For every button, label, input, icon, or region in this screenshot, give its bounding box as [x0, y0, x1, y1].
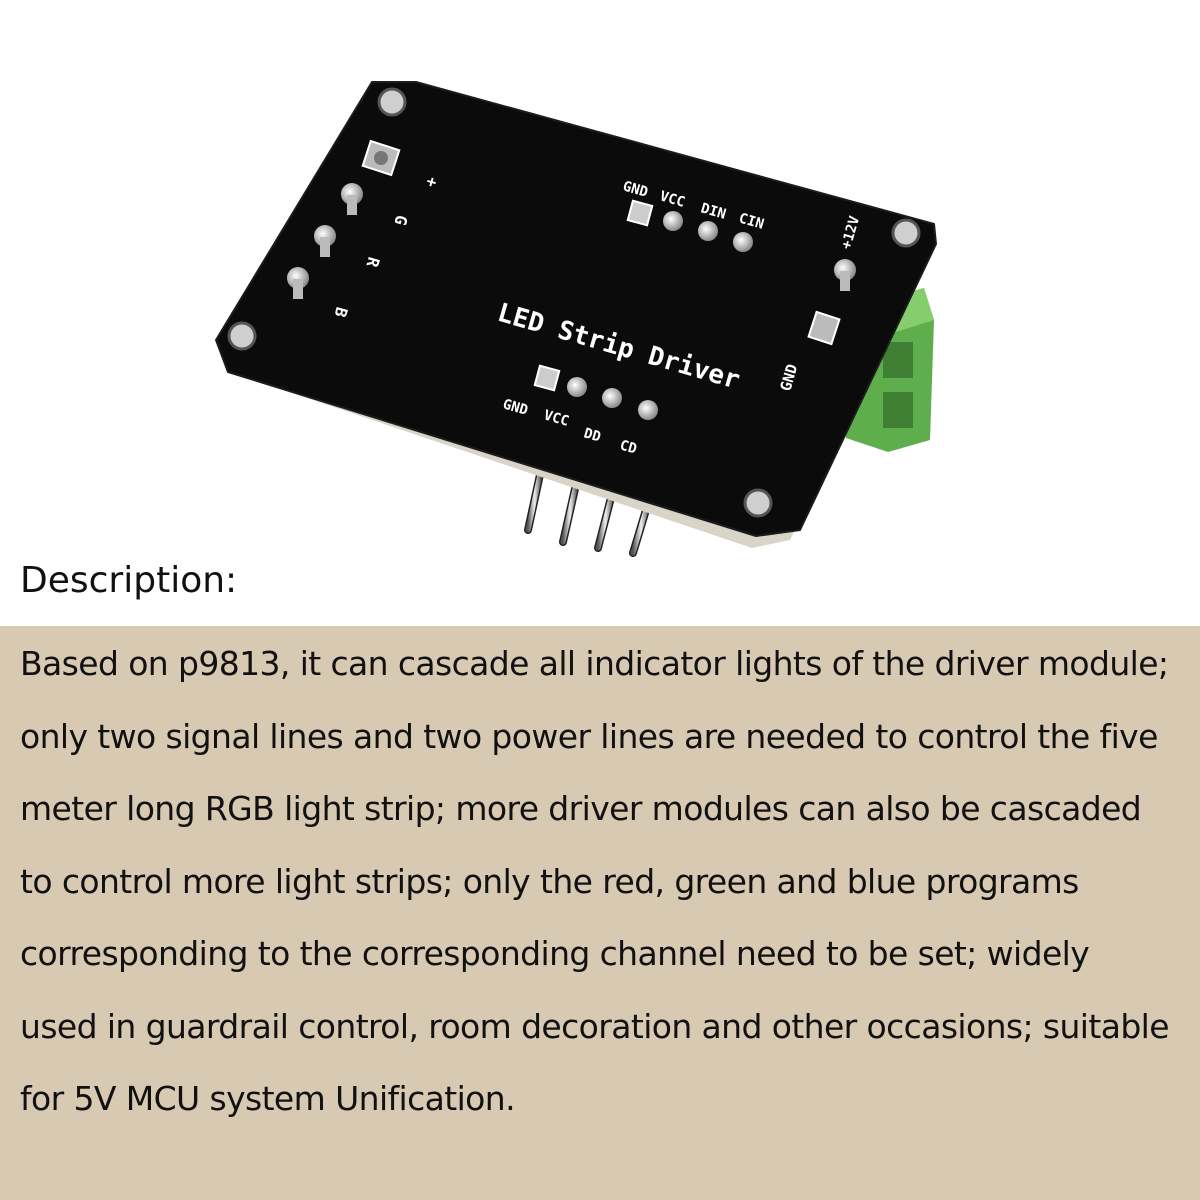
top-header-label-cin: CIN: [737, 210, 766, 232]
bottom-header-pads: [533, 364, 658, 420]
top-header-label-gnd: GND: [621, 178, 650, 200]
bottom-header-label-cd: CD: [618, 437, 639, 457]
pcb-board: [215, 81, 937, 537]
top-header-label-din: DIN: [699, 200, 728, 222]
description-body: Based on p9813, it can cascade all indic…: [20, 644, 1170, 1118]
top-header-pads: [626, 199, 753, 252]
top-header-label-vcc: VCC: [658, 188, 687, 210]
bottom-header-label-gnd: GND: [501, 396, 530, 418]
left-terminal-pins: [287, 139, 401, 299]
bottom-header-label-vcc: VCC: [542, 407, 571, 429]
mounting-holes: [227, 87, 921, 518]
right-power-pads: [807, 259, 856, 346]
description-heading: Description:: [20, 560, 238, 601]
product-photo: LED Strip Driver GND VCC DIN CIN GND VCC…: [215, 81, 937, 557]
description-panel: Based on p9813, it can cascade all indic…: [0, 626, 1200, 1200]
board-edge: [216, 224, 936, 548]
bottom-header-label-dd: DD: [582, 425, 603, 445]
